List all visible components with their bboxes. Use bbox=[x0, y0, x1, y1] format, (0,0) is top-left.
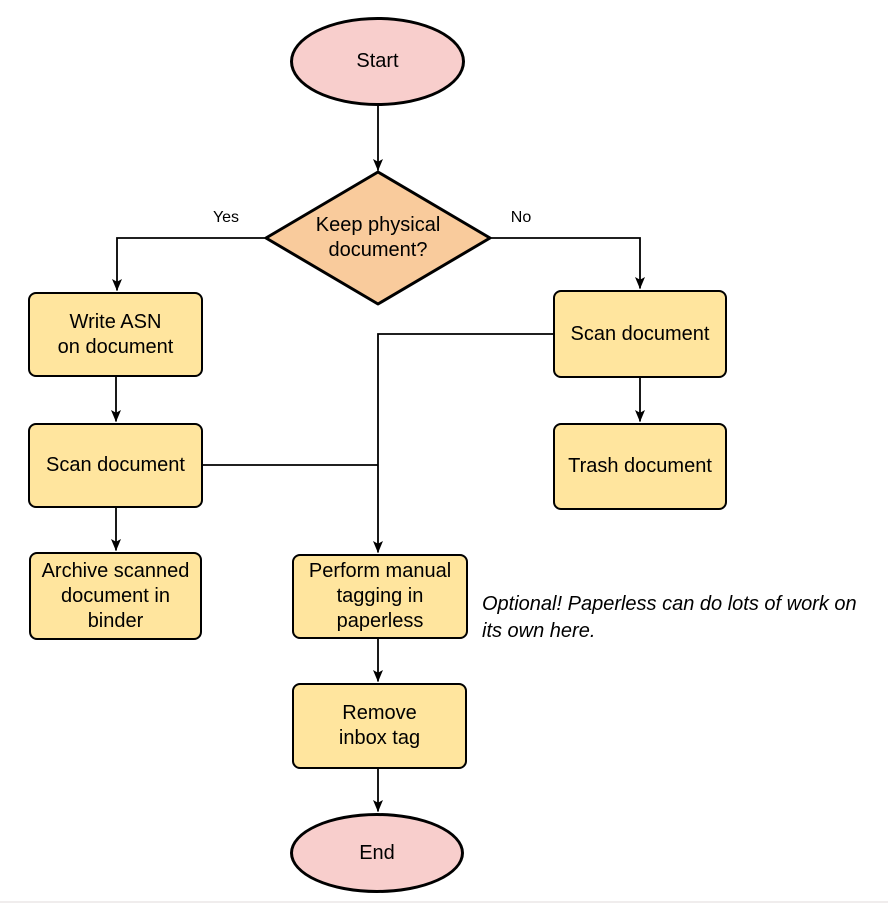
node-trash-document: Trash document bbox=[553, 423, 727, 510]
edge-label-no: No bbox=[510, 209, 532, 226]
node-scan-document-right: Scan document bbox=[553, 290, 727, 378]
node-start: Start bbox=[290, 17, 465, 106]
bottom-divider bbox=[0, 901, 888, 903]
node-write-asn: Write ASN on document bbox=[28, 292, 203, 377]
edge-scan-right-to-tagging bbox=[373, 333, 553, 553]
edge-yes-to-write-asn bbox=[112, 237, 266, 291]
node-end: End bbox=[290, 813, 464, 893]
annotation-note: Optional! Paperless can do lots of work … bbox=[482, 593, 857, 642]
decision-diamond-shape bbox=[264, 170, 492, 306]
node-decision-label: Keep physical document? bbox=[315, 214, 441, 261]
edge-no-to-scan-right bbox=[490, 237, 645, 289]
edge-label-yes: Yes bbox=[212, 209, 240, 226]
node-manual-tagging: Perform manual tagging in paperless bbox=[292, 554, 468, 639]
node-archive-binder: Archive scanned document in binder bbox=[29, 552, 202, 640]
node-remove-inbox-tag: Remove inbox tag bbox=[292, 683, 467, 769]
node-scan-document-left: Scan document bbox=[28, 423, 203, 508]
